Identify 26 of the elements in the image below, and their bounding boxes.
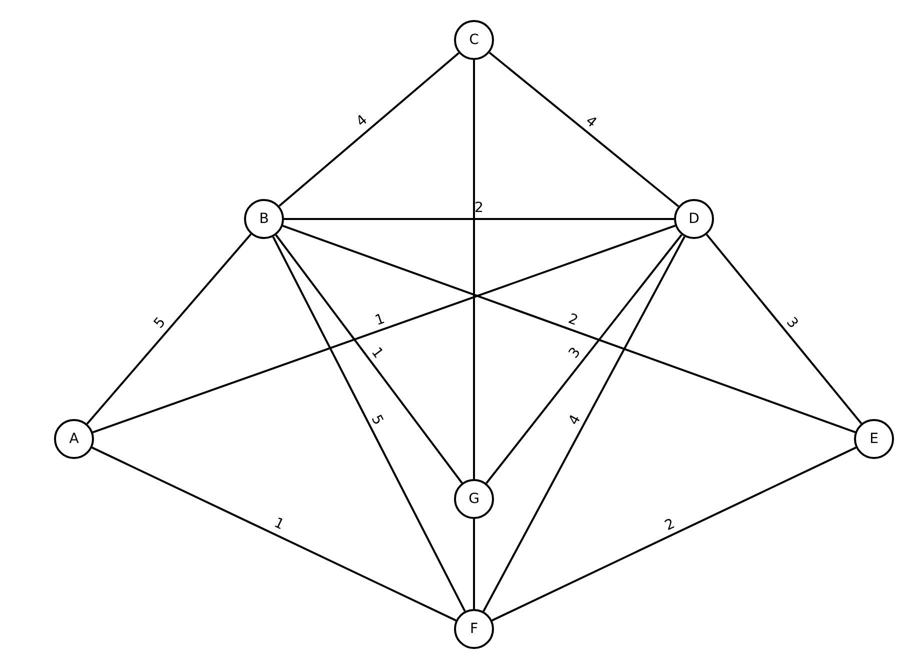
edge-label: 4 [566, 412, 584, 428]
edge-line [92, 446, 456, 622]
edge-label: 5 [152, 315, 168, 331]
edge-label: 2 [566, 312, 580, 328]
edge-label: 2 [474, 201, 484, 215]
edge-line [473, 519, 475, 609]
edge-line [488, 52, 680, 208]
edge-line [486, 234, 682, 484]
edge-line [473, 60, 475, 479]
edge-line [92, 224, 676, 434]
edge-line [706, 234, 862, 424]
edge-label: 4 [354, 112, 370, 130]
edge-line [282, 224, 856, 434]
edge-line [275, 234, 463, 484]
edge-label: 4 [583, 114, 599, 130]
edge-label: 2 [662, 516, 678, 534]
edge-label: 5 [368, 412, 386, 428]
edge-line [86, 233, 252, 425]
edge-line [492, 446, 856, 622]
edge-line [284, 218, 674, 220]
edge-label: 3 [566, 345, 584, 361]
edge-label: 1 [368, 345, 386, 361]
edge-line [278, 52, 460, 207]
edge-label: 1 [272, 516, 286, 532]
edge-label: 3 [784, 315, 800, 331]
edge-label: 1 [373, 312, 387, 328]
